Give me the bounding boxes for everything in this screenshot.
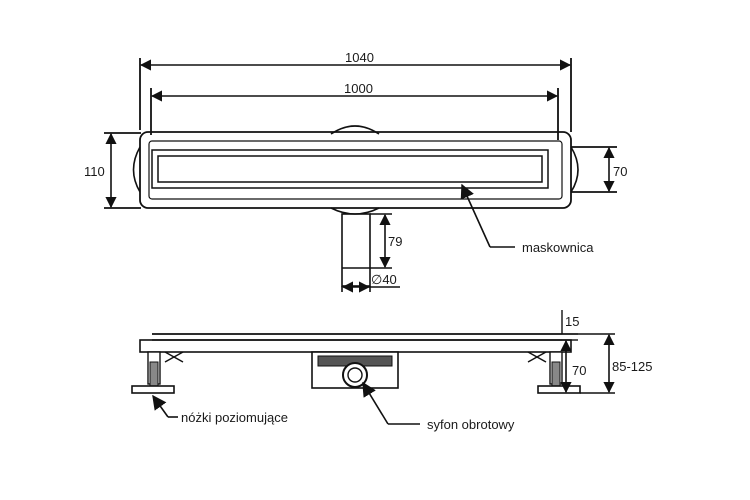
left-leveling-foot (131, 351, 184, 394)
drain-body-inner (148, 140, 563, 200)
right-flange (570, 146, 579, 193)
dim-grate-thickness-text: 15 (565, 314, 579, 329)
dim-width: 110 (84, 132, 141, 209)
dim-body-height: 70 (560, 339, 586, 394)
grate-inner (157, 155, 543, 183)
dim-total-height: 85-125 (562, 333, 652, 394)
drain-body (139, 131, 572, 209)
dim-overall-length-text: 1040 (345, 50, 374, 65)
dim-width-text: 110 (84, 164, 105, 179)
outlet-pipe (341, 213, 371, 287)
siphon-label: syfon obrotowy (427, 417, 515, 432)
dim-total-height-text: 85-125 (612, 359, 652, 374)
feet-label: nóżki poziomujące (181, 410, 288, 425)
rotating-siphon (311, 351, 399, 389)
dim-body-width: 70 (571, 146, 627, 193)
right-leveling-foot (527, 351, 581, 394)
top-view: 1040 1000 110 (84, 50, 627, 293)
dim-body-height-text: 70 (572, 363, 586, 378)
feet-leader: nóżki poziomujące (152, 394, 288, 425)
side-body-rim (139, 339, 572, 353)
grate-leader: maskownica (460, 183, 594, 255)
grate (151, 149, 549, 189)
dim-outlet-diameter: ∅40 (341, 272, 400, 293)
dim-grate-length-text: 1000 (344, 81, 373, 96)
siphon-leader: syfon obrotowy (362, 381, 515, 432)
dim-outlet-length: 79 (370, 213, 402, 269)
dim-body-width-text: 70 (613, 164, 627, 179)
left-flange (132, 146, 141, 193)
dim-outlet-diameter-text: ∅40 (371, 272, 397, 287)
grate-label: maskownica (522, 240, 594, 255)
dim-overall-length: 1040 (139, 50, 572, 132)
dim-grate-length: 1000 (150, 81, 559, 140)
side-view: 15 70 85-125 nóżki poziomujące syfon obr… (131, 310, 652, 432)
dim-grate-thickness: 15 (561, 310, 579, 341)
dim-outlet-length-text: 79 (388, 234, 402, 249)
